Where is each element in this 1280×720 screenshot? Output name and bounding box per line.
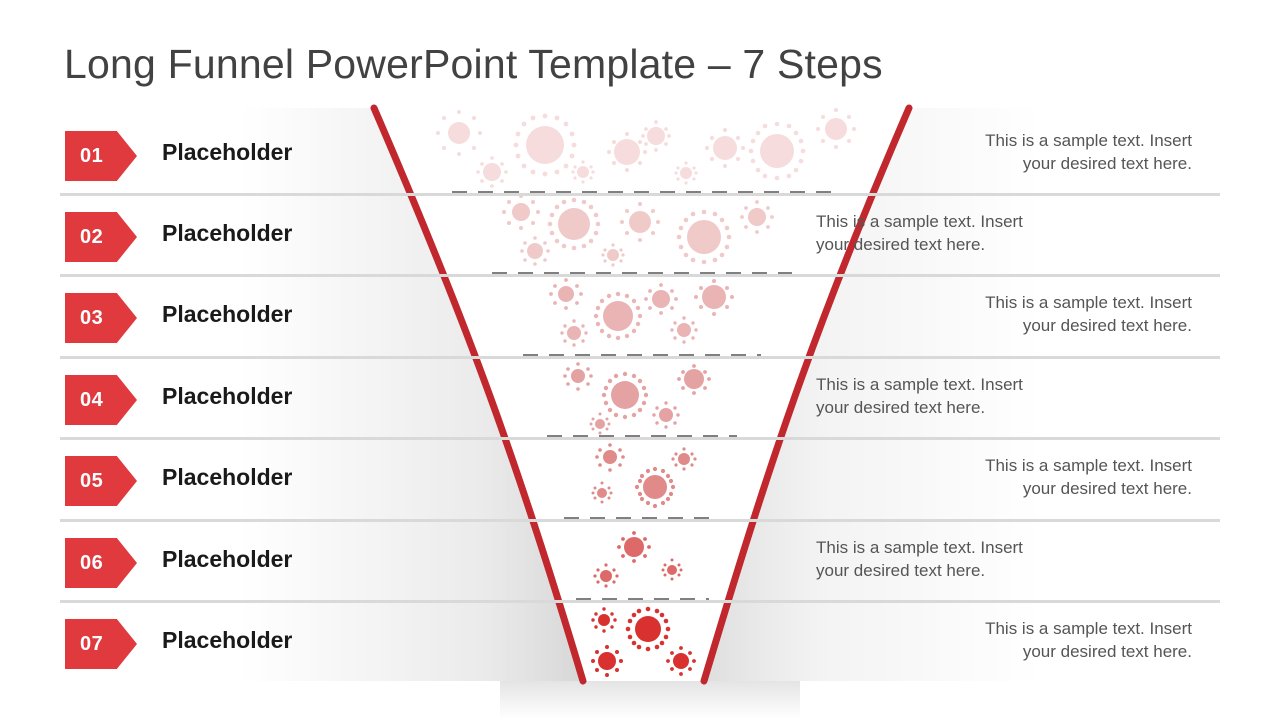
step-label-06[interactable]: Placeholder [162, 546, 293, 572]
step-row-02[interactable]: 02 Placeholder This is a sample text. Inse… [0, 193, 1280, 274]
step-number-badge-01[interactable]: 01 [65, 131, 137, 181]
step-row-06[interactable]: 06 Placeholder This is a sample text. Inse… [0, 519, 1280, 600]
page-title: Long Funnel PowerPoint Template – 7 Step… [64, 41, 883, 87]
step-description-04[interactable]: This is a sample text. Insert your desir… [816, 375, 1023, 417]
step-number-label: 04 [80, 389, 104, 411]
row-divider [60, 193, 1220, 196]
step-number-label: 01 [80, 145, 104, 167]
step-number-badge-07[interactable]: 07 [65, 619, 137, 669]
step-description-07[interactable]: This is a sample text. Insert your desir… [985, 619, 1192, 661]
step-number-badge-03[interactable]: 03 [65, 293, 137, 343]
step-number-label: 05 [80, 470, 104, 492]
step-description-06[interactable]: This is a sample text. Insert your desir… [816, 538, 1023, 580]
row-divider [60, 356, 1220, 359]
step-row-07[interactable]: 07 Placeholder This is a sample text. Inse… [0, 600, 1280, 681]
step-label-02[interactable]: Placeholder [162, 220, 293, 246]
step-number-label: 06 [80, 552, 104, 574]
step-number-badge-02[interactable]: 02 [65, 212, 137, 262]
step-number-label: 07 [80, 633, 104, 655]
step-number-label: 03 [80, 307, 104, 329]
funnel-bottom-shade [500, 681, 800, 719]
row-divider [60, 274, 1220, 277]
step-row-05[interactable]: 05 Placeholder This is a sample text. Inse… [0, 437, 1280, 518]
step-description-01[interactable]: This is a sample text. Insert your desir… [985, 131, 1192, 173]
step-row-01[interactable]: 01 Placeholder This is a sample text. Inse… [0, 112, 1280, 193]
row-divider [60, 600, 1220, 603]
row-divider [60, 519, 1220, 522]
row-divider [60, 437, 1220, 440]
step-description-03[interactable]: This is a sample text. Insert your desir… [985, 293, 1192, 335]
step-description-02[interactable]: This is a sample text. Insert your desir… [816, 212, 1023, 254]
step-label-04[interactable]: Placeholder [162, 383, 293, 409]
step-label-05[interactable]: Placeholder [162, 464, 293, 490]
step-row-04[interactable]: 04 Placeholder This is a sample text. Inse… [0, 356, 1280, 437]
step-number-badge-05[interactable]: 05 [65, 456, 137, 506]
step-label-03[interactable]: Placeholder [162, 301, 293, 327]
step-number-label: 02 [80, 226, 104, 248]
step-label-07[interactable]: Placeholder [162, 627, 293, 653]
step-label-01[interactable]: Placeholder [162, 139, 293, 165]
step-description-05[interactable]: This is a sample text. Insert your desir… [985, 456, 1192, 498]
step-row-03[interactable]: 03 Placeholder This is a sample text. Inse… [0, 274, 1280, 355]
step-number-badge-04[interactable]: 04 [65, 375, 137, 425]
step-number-badge-06[interactable]: 06 [65, 538, 137, 588]
